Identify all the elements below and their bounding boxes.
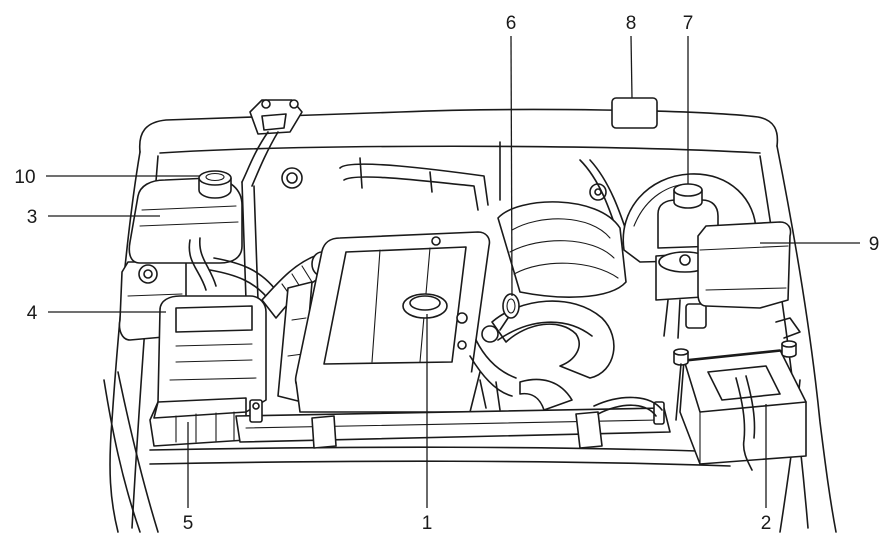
callout-1: 1 [422,513,433,534]
label-plate [611,97,658,129]
callout-4: 4 [27,303,38,324]
callout-5: 5 [183,513,194,534]
leader-6 [510,35,513,297]
engine-valve-cover [294,231,491,413]
battery-terminals [673,340,797,421]
intake-manifold [491,201,627,411]
fuse-box [697,221,792,309]
leader-lines [46,35,860,508]
callout-10: 10 [14,167,35,188]
callout-7: 7 [683,13,694,34]
leader-8 [630,35,633,99]
dipstick [499,293,520,331]
oil-filler-cap [402,293,448,319]
air-filter-box [149,295,267,447]
firewall-caps [281,167,607,201]
coolant-cap [198,170,232,199]
callout-6: 6 [506,13,517,34]
callout-8: 8 [626,13,637,34]
battery [675,349,807,471]
callout-9: 9 [869,234,880,255]
callout-2: 2 [761,513,772,534]
body-outline [103,108,837,533]
coolant-reservoir [128,177,243,291]
engine-harness [469,325,517,411]
radiator-support [235,396,671,449]
callout-3: 3 [27,207,38,228]
hood-sensor [241,99,303,187]
callout-labels: 1 2 3 4 5 6 7 8 9 10 [14,13,879,534]
